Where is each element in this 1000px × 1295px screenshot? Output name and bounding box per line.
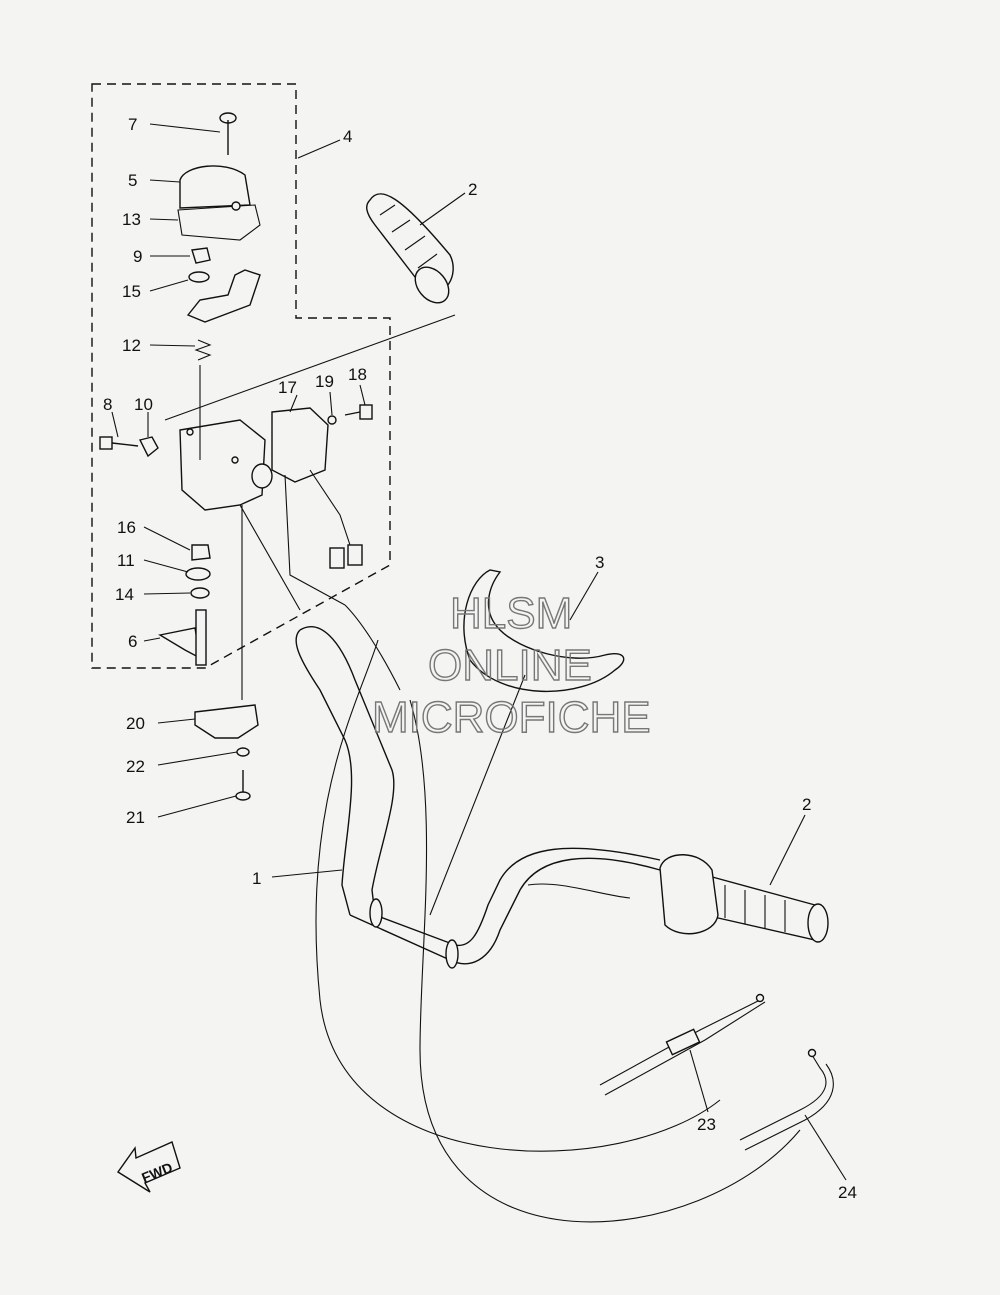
callout-19: 19 [315, 372, 334, 391]
left-grip [366, 193, 454, 304]
watermark-line-3: MICROFICHE [372, 693, 651, 742]
callout-24: 24 [838, 1183, 857, 1202]
callout-22: 22 [126, 757, 145, 776]
callout-10: 10 [134, 395, 153, 414]
callout-1: 1 [252, 869, 261, 888]
callout-16: 16 [117, 518, 136, 537]
callout-5: 5 [128, 171, 137, 190]
callout-18: 18 [348, 365, 367, 384]
washer-11 [185, 567, 211, 581]
callout-20: 20 [126, 714, 145, 733]
leader-lines [111, 123, 847, 1181]
callout-7: 7 [128, 115, 137, 134]
spring-12 [194, 339, 212, 361]
lever-6 [158, 609, 207, 666]
washer-22 [236, 747, 250, 757]
callout-11: 11 [117, 551, 135, 570]
callout-2-upper: 2 [468, 180, 477, 199]
collar-16 [191, 544, 211, 561]
callout-15: 15 [122, 282, 141, 301]
callout-2-lower: 2 [802, 795, 811, 814]
watermark-line-2: ONLINE [428, 641, 592, 690]
switch-housing [179, 419, 273, 511]
callout-8: 8 [103, 395, 112, 414]
grip-to-switch-line [164, 314, 456, 421]
nut-10 [138, 436, 159, 458]
right-grip [659, 854, 829, 943]
bolt-21 [235, 770, 251, 801]
callout-6: 6 [128, 632, 137, 651]
switch-cover [177, 165, 261, 241]
handlebar [295, 626, 661, 969]
callout-23: 23 [697, 1115, 716, 1134]
clamp-20 [194, 704, 259, 739]
bolt-18 [344, 404, 373, 420]
assembly-lines [199, 365, 401, 700]
callout-21: 21 [126, 808, 145, 827]
bolt-8 [99, 436, 139, 450]
assembly-boundary [91, 83, 391, 669]
callout-17: 17 [278, 378, 297, 397]
watermark: HLSM ONLINE MICROFICHE [371, 588, 651, 742]
nut-9 [191, 247, 211, 264]
callout-4: 4 [343, 127, 352, 146]
cables [315, 639, 834, 1223]
callout-3: 3 [595, 553, 604, 572]
screw-7 [219, 112, 237, 155]
washer-15 [188, 271, 210, 283]
engine-stop-switch [271, 407, 363, 569]
watermark-line-1: HLSM [450, 589, 572, 638]
callout-9: 9 [133, 247, 142, 266]
throttle-cable [527, 883, 631, 899]
hand-guard [463, 569, 625, 692]
callout-13: 13 [122, 210, 141, 229]
washer-19 [327, 415, 337, 425]
bracket [186, 269, 261, 323]
washer-14 [190, 587, 210, 599]
callout-12: 12 [122, 336, 141, 355]
callout-14: 14 [115, 585, 134, 604]
guard-mount-line [429, 674, 526, 916]
forward-direction-arrow: FWD [117, 1141, 181, 1193]
